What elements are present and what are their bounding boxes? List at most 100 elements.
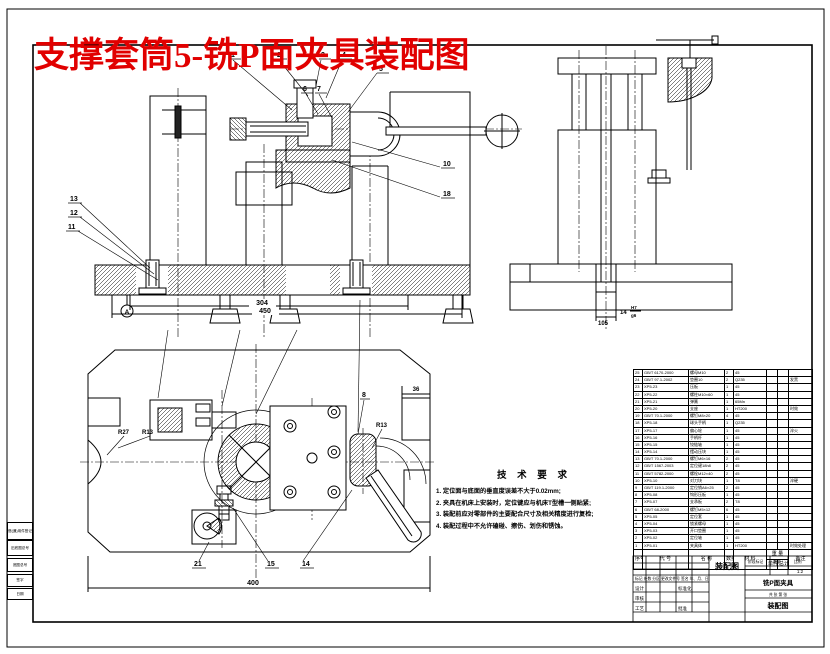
bom-cell: [766, 376, 778, 385]
bom-cell: 垫圈10: [688, 376, 725, 385]
bom-cell: 45: [733, 491, 767, 500]
bom-cell: [788, 390, 813, 399]
bom-cell: XP5-23: [642, 383, 689, 392]
bom-cell: 45: [733, 433, 767, 442]
sheet-frame: [6, 8, 825, 648]
bom-cell: [788, 462, 813, 471]
bom-cell: [777, 440, 789, 450]
bom-cell: 6: [633, 505, 643, 514]
bom-cell: 2: [724, 483, 734, 493]
bom-cell: [766, 448, 778, 457]
bom-cell: 定位轴: [688, 534, 725, 543]
bom-cell: 1: [724, 440, 734, 450]
col-qty: 数量: [724, 548, 734, 570]
callout-3: 3: [321, 52, 325, 59]
bom-cell: 5: [633, 512, 643, 521]
bom-cell: [777, 469, 789, 478]
margin-block-borrow: 借(通)用件登记: [7, 522, 33, 540]
bom-cell: GB/T 70.1-2000: [642, 455, 689, 464]
bom-cell: 1: [724, 476, 734, 486]
bom-cell: 1: [633, 541, 643, 550]
callout-6: 6: [303, 86, 307, 93]
callout-21: 21: [194, 561, 202, 568]
technical-requirements: 技 术 要 求 1. 定位面与底面的垂直度误差不大于0.02mm; 2. 夹具在…: [436, 467, 632, 532]
bom-cell: 18: [633, 419, 643, 428]
bom-cell: 2: [724, 498, 734, 507]
bom-cell: 14: [633, 448, 643, 457]
tech-req-line: 4. 装配过程中不允许磕碰、擦伤、划伤和锈蚀。: [436, 522, 567, 530]
bom-cell: 2: [724, 368, 734, 378]
bom-cell: 4: [724, 412, 734, 421]
scale-value: 1:2: [797, 569, 804, 574]
bom-cell: [788, 448, 813, 457]
bom-cell: 1: [724, 534, 734, 543]
bom-cell: [777, 483, 789, 493]
bom-cell: [766, 527, 778, 536]
col-name: 名 称: [688, 548, 725, 570]
bom-cell: 1: [724, 404, 734, 414]
bom-cell: [777, 519, 789, 529]
bom-cell: [777, 491, 789, 500]
bom-cell: GB/T 1567-2003: [642, 462, 689, 471]
callout-4: 4: [342, 52, 346, 59]
bom-cell: 支承板: [688, 498, 725, 507]
bom-cell: 1: [724, 541, 734, 550]
margin-block-sign: 签字: [7, 574, 33, 587]
bom-cell: 45: [733, 390, 767, 399]
bom-cell: 开口垫圈: [688, 527, 725, 536]
callout-2: 2: [277, 52, 281, 59]
callout-8: 8: [362, 392, 366, 399]
bom-cell: 45: [733, 455, 767, 464]
dim-fit-lower: g6: [631, 313, 637, 318]
bom-cell: 螺钉M6×16: [688, 455, 725, 464]
bom-cell: [788, 469, 813, 478]
bom-cell: [766, 404, 778, 414]
col-material: 材 料: [733, 548, 767, 570]
bom-cell: 65Mn: [733, 397, 767, 406]
tech-req-line: 3. 装配前应对零部件的主要配合尺寸及相关精度进行复检;: [436, 511, 594, 518]
bom-cell: [766, 419, 778, 428]
bom-cell: 8: [633, 491, 643, 500]
bom-cell: [766, 383, 778, 392]
bom-cell: XP5-17: [642, 426, 689, 435]
col-unit-weight: 单件: [766, 558, 778, 570]
bom-cell: XP5-10: [642, 476, 689, 486]
bom-cell: GB/T 97.1-2002: [642, 376, 689, 385]
bom-cell: 发黑: [788, 376, 813, 385]
bom-cell: 1: [724, 448, 734, 457]
callout-11: 11: [68, 224, 76, 231]
bom-cell: 定位销A6×25: [688, 483, 725, 493]
dim-front-span: 304: [256, 300, 268, 307]
bom-cell: XP5-18: [642, 419, 689, 428]
bom-cell: [788, 419, 813, 428]
bom-cell: Q235: [733, 419, 767, 428]
bom-cell: XP5-07: [642, 498, 689, 507]
bom-cell: HT200: [733, 541, 767, 550]
side-view: [509, 35, 733, 321]
bom-cell: XP5-14: [642, 448, 689, 457]
bom-cell: 2: [724, 455, 734, 464]
bom-cell: 1: [724, 397, 734, 406]
bom-cell: 45: [733, 534, 767, 543]
bom-cell: [777, 462, 789, 471]
bom-cell: 手柄杆: [688, 433, 725, 442]
bom-cell: 45: [733, 519, 767, 529]
callout-10: 10: [443, 161, 451, 168]
bom-cell: 45: [733, 426, 767, 435]
callout-1: 1: [231, 52, 235, 59]
bom-cell: [777, 426, 789, 435]
dim-plan-notch: 36: [413, 387, 420, 393]
